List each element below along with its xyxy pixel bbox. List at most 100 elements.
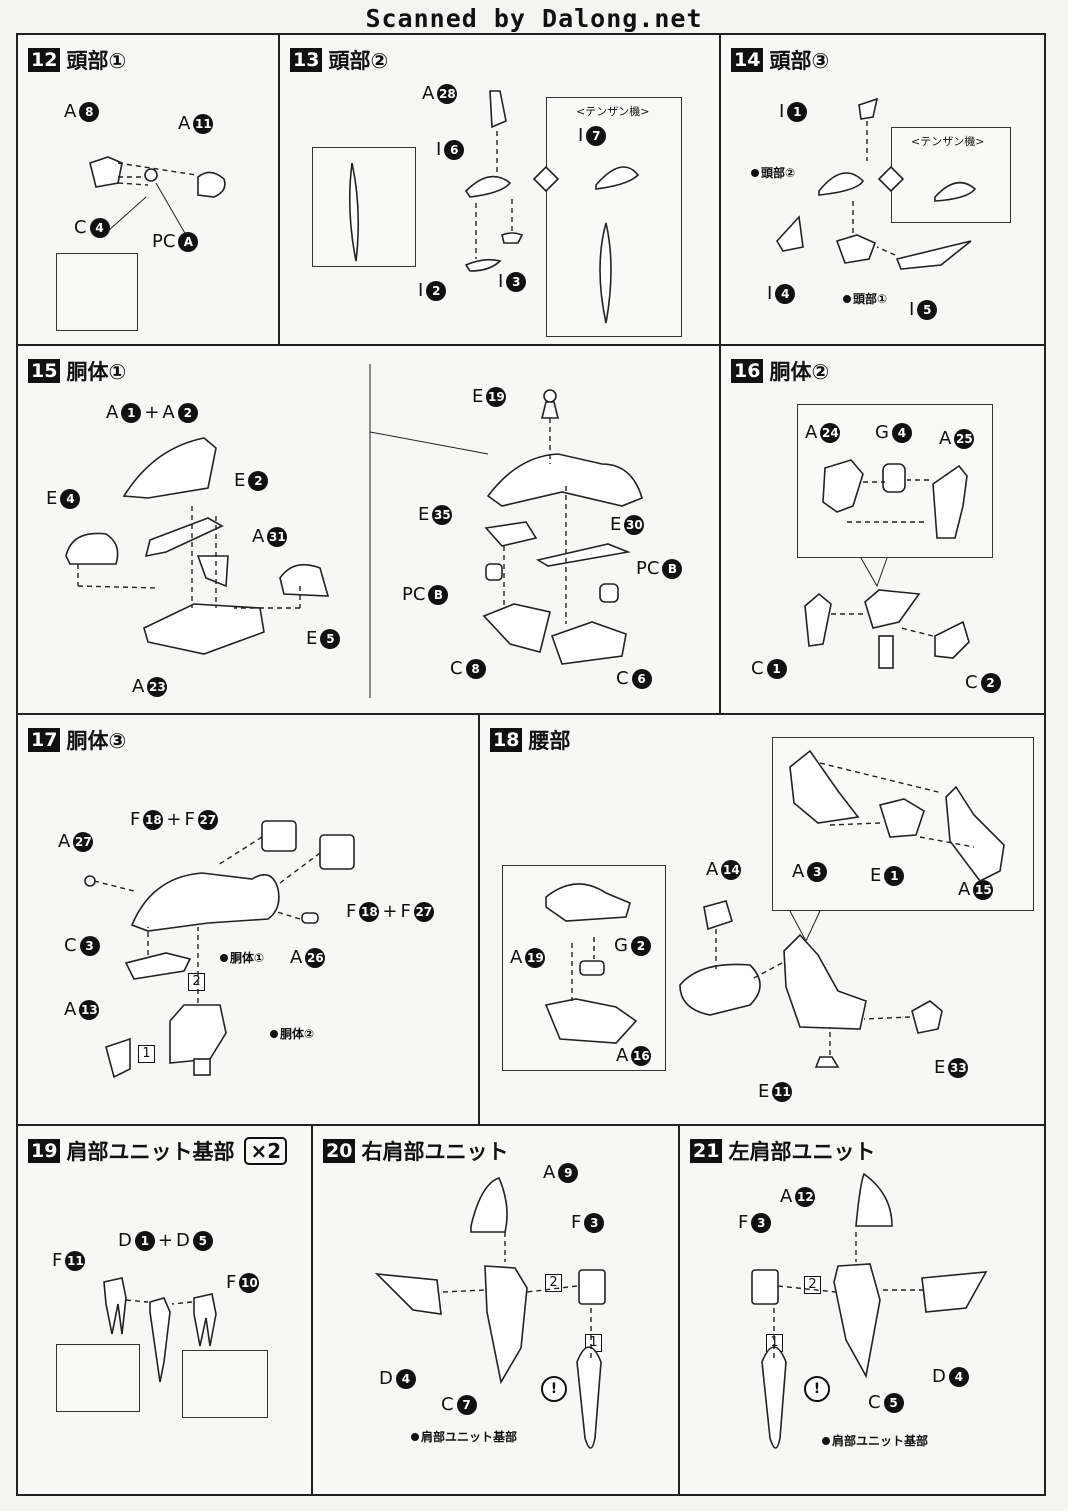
step-13-drawing	[348, 90, 640, 324]
step-title-text: 胴体③	[66, 729, 127, 753]
step-number: 14	[731, 48, 764, 72]
step-16-drawing	[804, 459, 970, 669]
step-14-drawing	[776, 97, 977, 270]
step-title-text: 胴体①	[66, 360, 127, 384]
step-18-drawing	[544, 749, 1005, 1068]
exclamation-icon: !	[541, 1376, 567, 1402]
step-17-drawing	[84, 820, 355, 1079]
step-21-title: 21 左肩部ユニット	[690, 1136, 875, 1166]
step-12-title: 12 頭部①	[28, 45, 126, 75]
step-number: 18	[490, 728, 523, 752]
step-number: 17	[28, 728, 61, 752]
step-number: 15	[28, 359, 61, 383]
step-19-right-inset	[182, 1350, 268, 1418]
step-title-text: 肩部ユニット基部	[66, 1140, 235, 1164]
step-17-title: 17 胴体③	[28, 725, 126, 755]
step-13-title: 13 頭部②	[290, 45, 388, 75]
ref-head-2: 頭部②	[751, 164, 795, 181]
tenzan-variant-label: <テンザン機>	[911, 135, 985, 148]
head-detail-inset	[312, 147, 416, 267]
step-title-text: 頭部③	[769, 49, 830, 73]
exclamation-icon: !	[804, 1376, 830, 1402]
step-18-title: 18 腰部	[490, 725, 570, 755]
step-16-title: 16 胴体②	[731, 356, 829, 386]
step-number: 12	[28, 48, 61, 72]
step-12-drawing	[89, 156, 226, 236]
step-14-title: 14 頭部③	[731, 45, 829, 75]
step-20-title: 20 右肩部ユニット	[323, 1136, 508, 1166]
ref-shoulder-base: 肩部ユニット基部	[822, 1432, 928, 1449]
tenzan-variant-label: <テンザン機>	[576, 105, 650, 118]
step-title-text: 胴体②	[769, 360, 830, 384]
step-20-drawing	[374, 1177, 606, 1449]
step-19-title: 19 肩部ユニット基部 ×2	[28, 1136, 288, 1166]
ref-torso-1: 胴体①	[220, 949, 264, 966]
step-15-title: 15 胴体①	[28, 356, 126, 386]
step-title-text: 左肩部ユニット	[728, 1140, 876, 1164]
step-title-text: 右肩部ユニット	[361, 1140, 509, 1164]
tenzan-variant-inset	[546, 97, 682, 337]
step-number: 16	[731, 359, 764, 383]
step-21-drawing	[751, 1172, 988, 1449]
step-15-drawing	[65, 364, 643, 698]
step-number: 19	[28, 1139, 61, 1163]
substep-1-marker: 1	[138, 1045, 155, 1063]
